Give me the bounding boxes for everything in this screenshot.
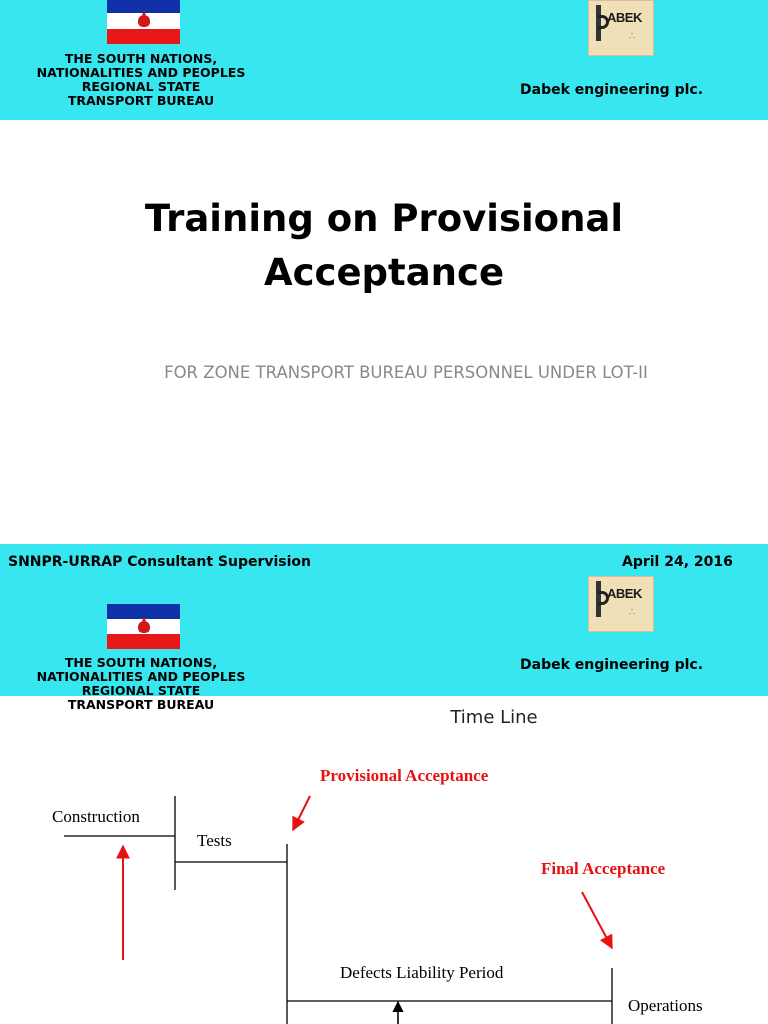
logo-text: ABEK bbox=[607, 10, 642, 25]
tests-label: Tests bbox=[197, 831, 232, 850]
bureau-name: THE SOUTH NATIONS, NATIONALITIES AND PEO… bbox=[36, 655, 246, 712]
flag-emblem-icon bbox=[137, 616, 150, 633]
provisional-acceptance-arrow bbox=[292, 795, 311, 832]
timeline-slide: SNNPR-URRAP Consultant Supervision April… bbox=[0, 544, 768, 1024]
operations-label: Operations bbox=[628, 996, 703, 1015]
bureau-box: THE SOUTH NATIONS, NATIONALITIES AND PEO… bbox=[0, 572, 282, 712]
provisional-acceptance-label: Provisional Acceptance bbox=[320, 766, 489, 785]
bureau-box: THE SOUTH NATIONS, NATIONALITIES AND PEO… bbox=[0, 0, 282, 120]
logo-text: ABEK bbox=[607, 586, 642, 601]
flag-emblem-icon bbox=[137, 11, 150, 27]
timeline-title: Time Line bbox=[450, 707, 538, 728]
company-name: Dabek engineering plc. bbox=[520, 82, 704, 98]
company-name: Dabek engineering plc. bbox=[520, 657, 704, 673]
timeline-diagram: Construction Tests Provisional Acceptanc… bbox=[52, 766, 703, 1024]
slide-subtitle: FOR ZONE TRANSPORT BUREAU PERSONNEL UNDE… bbox=[164, 363, 648, 382]
slide-title: Training on Provisional Acceptance bbox=[144, 197, 624, 294]
dabek-logo: ABEK ∴ bbox=[588, 0, 654, 56]
bureau-name: THE SOUTH NATIONS, NATIONALITIES AND PEO… bbox=[36, 51, 246, 108]
title-slide: THE SOUTH NATIONS, NATIONALITIES AND PEO… bbox=[0, 0, 768, 382]
logo-watermark-icon: ∴ bbox=[629, 31, 636, 42]
final-acceptance-arrow bbox=[581, 891, 613, 950]
final-acceptance-label: Final Acceptance bbox=[541, 859, 666, 878]
regional-flag bbox=[107, 604, 180, 649]
logo-watermark-icon: ∴ bbox=[629, 607, 636, 618]
header-program: SNNPR-URRAP Consultant Supervision bbox=[8, 554, 312, 570]
slide-header: SNNPR-URRAP Consultant Supervision April… bbox=[0, 544, 768, 712]
construction-label: Construction bbox=[52, 807, 140, 826]
regional-flag bbox=[107, 0, 180, 44]
defects-liability-label: Defects Liability Period bbox=[340, 963, 504, 982]
header-date: April 24, 2016 bbox=[622, 554, 733, 570]
dabek-logo: ABEK ∴ bbox=[588, 576, 654, 632]
slide-header: THE SOUTH NATIONS, NATIONALITIES AND PEO… bbox=[0, 0, 768, 120]
